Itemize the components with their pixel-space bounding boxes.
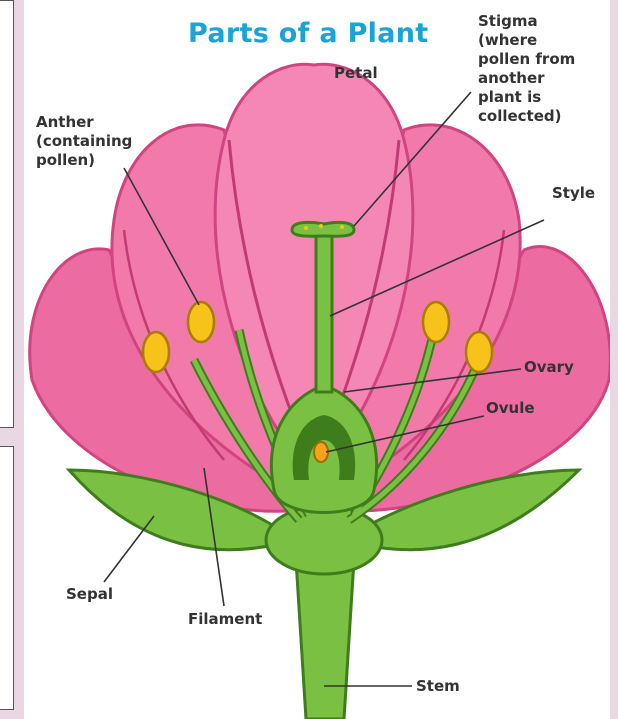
left-panel-bottom	[0, 446, 14, 710]
label-anther: Anther (containing pollen)	[36, 113, 132, 170]
label-filament: Filament	[188, 610, 262, 629]
label-ovule: Ovule	[486, 399, 535, 418]
label-sepal: Sepal	[66, 585, 113, 604]
stigma	[292, 222, 354, 236]
diagram-title: Parts of a Plant	[188, 18, 428, 49]
leader-sepal	[104, 516, 154, 582]
anther-2	[188, 302, 214, 342]
stem	[296, 560, 354, 719]
label-style: Style	[552, 184, 595, 203]
anther-3	[423, 302, 449, 342]
style	[316, 235, 332, 392]
anther-1	[143, 332, 169, 372]
receptacle	[266, 506, 382, 574]
label-stem: Stem	[416, 677, 460, 696]
label-ovary: Ovary	[524, 358, 574, 377]
anther-4	[466, 332, 492, 372]
diagram-card: Parts of a Plant Petal Stigma (where pol…	[24, 0, 610, 719]
ovule	[314, 442, 328, 462]
label-petal: Petal	[334, 64, 378, 83]
label-stigma: Stigma (where pollen from another plant …	[478, 12, 575, 126]
left-panel-top	[0, 0, 14, 428]
